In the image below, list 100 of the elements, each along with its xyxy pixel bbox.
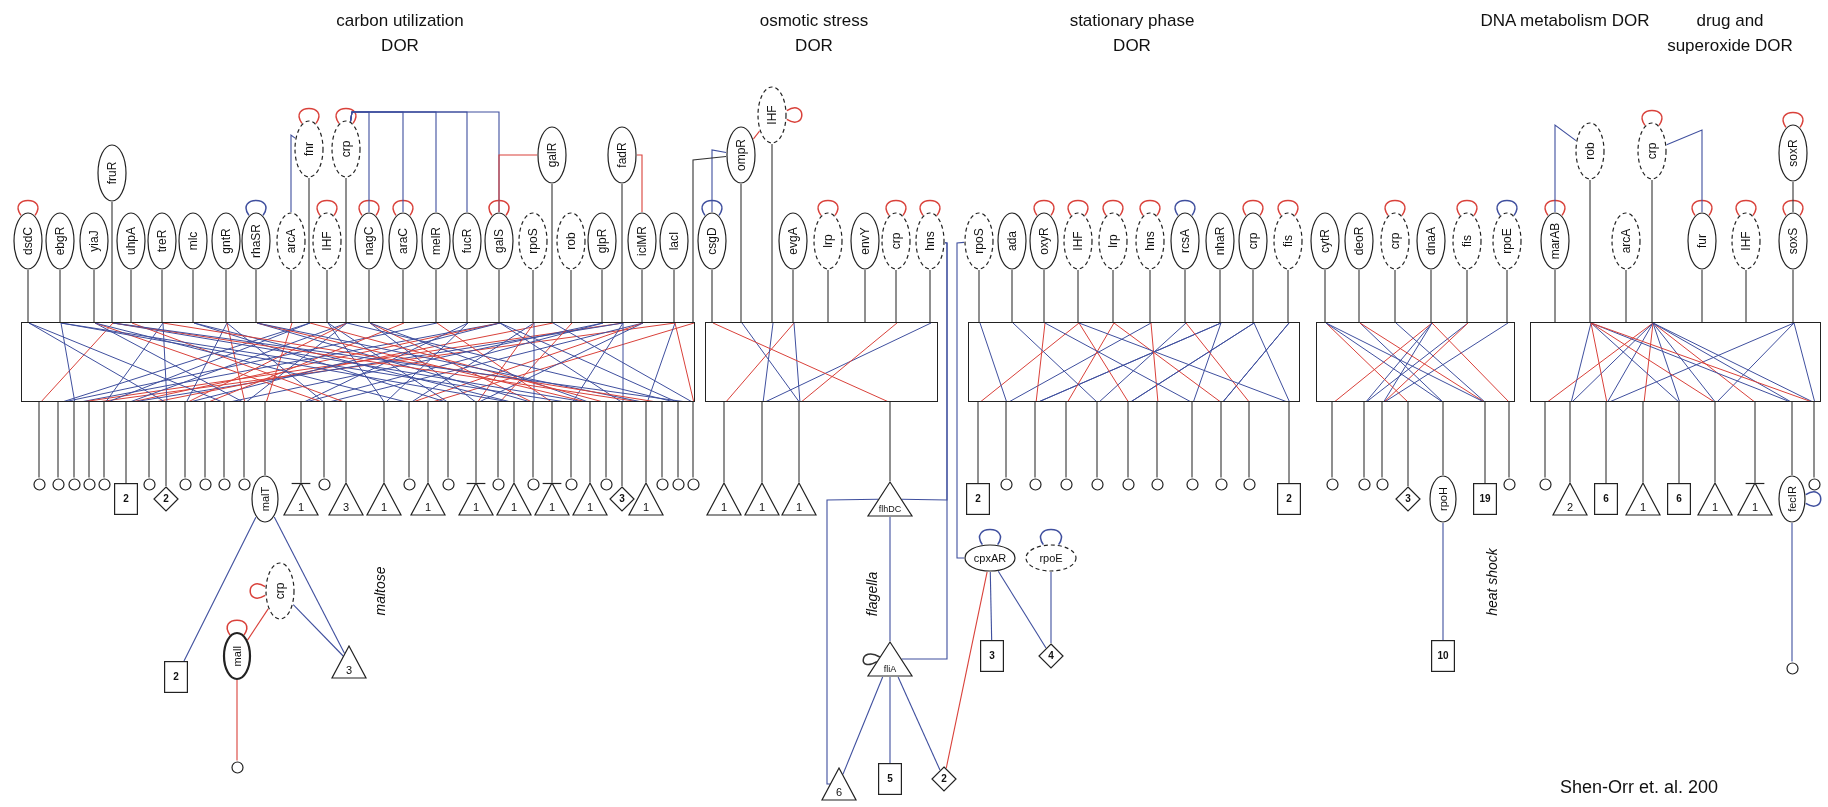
operon-circle — [1028, 477, 1042, 491]
gene-ellipse — [1344, 212, 1374, 270]
gene-ellipse — [1778, 212, 1808, 270]
gene-ellipse — [1025, 544, 1077, 572]
gene-label: rob — [565, 232, 577, 250]
regulation-line — [864, 269, 866, 323]
operon-circle — [1121, 477, 1135, 491]
regulation-line — [1149, 269, 1151, 323]
regulation-line — [1651, 179, 1653, 323]
operon-circle — [1785, 661, 1799, 675]
regulation-line — [798, 401, 800, 483]
regulation-line — [1792, 269, 1794, 323]
operon-circle — [1357, 477, 1371, 491]
gene-label: hns — [924, 231, 936, 251]
autoregulation-loop — [488, 199, 510, 217]
gene-label: IHF — [766, 105, 778, 125]
regulation-line — [621, 401, 623, 487]
gene-ellipse — [881, 212, 911, 270]
gene-ellipse — [452, 212, 482, 270]
regulation-line — [601, 269, 603, 323]
regulation-line — [897, 676, 941, 771]
count-label: 6 — [835, 787, 843, 798]
gene-ellipse — [97, 144, 127, 202]
count-label: 3 — [989, 651, 995, 661]
regulation-line — [827, 269, 829, 323]
gene-label: nhaR — [1214, 226, 1226, 256]
gene-ellipse — [1778, 475, 1806, 523]
autoregulation-loop — [316, 199, 338, 217]
operon-triangle — [1552, 482, 1588, 516]
count-label: 4 — [1048, 651, 1054, 661]
regulation-line — [447, 401, 449, 479]
operon-circle — [1375, 477, 1389, 491]
gene-label: crp — [1389, 232, 1401, 250]
operon-circle — [1502, 477, 1516, 491]
regulation-line — [225, 269, 227, 323]
regulation-line — [1219, 269, 1221, 323]
operon-triangle — [534, 482, 570, 516]
regulation-line — [1813, 401, 1815, 479]
operon-square — [878, 763, 902, 795]
regulation-line — [1077, 269, 1079, 323]
section-title: drug and superoxide DOR — [1666, 10, 1794, 57]
operon-square — [114, 483, 138, 515]
regulation-line — [513, 401, 515, 483]
operon-circle — [217, 477, 231, 491]
regulation-line — [323, 401, 325, 479]
operon-circle — [1807, 477, 1821, 491]
gene-ellipse — [45, 212, 75, 270]
regulation-line — [290, 269, 292, 323]
regulation-line — [692, 401, 694, 479]
operon-circle — [51, 477, 65, 491]
gene-ellipse — [265, 562, 295, 620]
regulation-line — [475, 401, 477, 483]
autoregulation-loop — [226, 619, 248, 636]
operon-triangle — [283, 482, 319, 516]
regulation-line — [1184, 269, 1186, 323]
count-label: 2 — [941, 774, 947, 784]
regulation-line — [165, 401, 167, 487]
autoregulation-loop — [1691, 199, 1713, 217]
gene-ellipse — [1098, 212, 1128, 270]
gene-label: lrp — [1107, 234, 1119, 248]
regulation-line — [498, 154, 538, 213]
autoregulation-loop — [817, 199, 839, 217]
gene-ellipse — [1492, 212, 1522, 270]
gene-ellipse — [1135, 212, 1165, 270]
autoregulation-loop — [1174, 199, 1196, 217]
gene-label: malT — [259, 486, 271, 512]
operon-circle — [1185, 477, 1199, 491]
gene-label: evgA — [787, 227, 799, 255]
regulation-line — [130, 269, 132, 323]
operon-square — [1431, 640, 1455, 672]
autoregulation-loop — [1782, 199, 1804, 217]
operon-circle — [599, 477, 613, 491]
regulation-line — [246, 608, 269, 641]
regulation-line — [645, 401, 647, 483]
regulation-line — [1442, 401, 1444, 476]
count-label: 1 — [1751, 502, 1759, 513]
gene-ellipse — [964, 212, 994, 270]
regulation-line — [125, 401, 127, 484]
gene-label: iclMR — [636, 226, 648, 256]
regulation-line — [223, 401, 225, 479]
regulation-line — [59, 269, 61, 323]
gene-label: envY — [859, 227, 871, 255]
regulation-line — [264, 401, 266, 476]
operon-circle — [671, 477, 685, 491]
gene-ellipse — [1205, 212, 1235, 270]
autoregulation-loop — [392, 199, 414, 217]
regulation-line — [1791, 522, 1793, 663]
operon-circle — [97, 477, 111, 491]
gene-label: ompR — [735, 139, 747, 171]
count-label: 2 — [975, 494, 981, 504]
regulation-line — [895, 269, 897, 323]
count-label: 10 — [1437, 651, 1449, 661]
regulation-line — [183, 516, 257, 662]
count-label: 1 — [472, 502, 480, 513]
operon-circle — [198, 477, 212, 491]
count-label: 1 — [424, 502, 432, 513]
regulation-line — [752, 130, 761, 140]
autoregulation-loop — [1384, 199, 1406, 217]
autoregulation-loop — [1277, 199, 1299, 217]
operon-circle — [82, 477, 96, 491]
